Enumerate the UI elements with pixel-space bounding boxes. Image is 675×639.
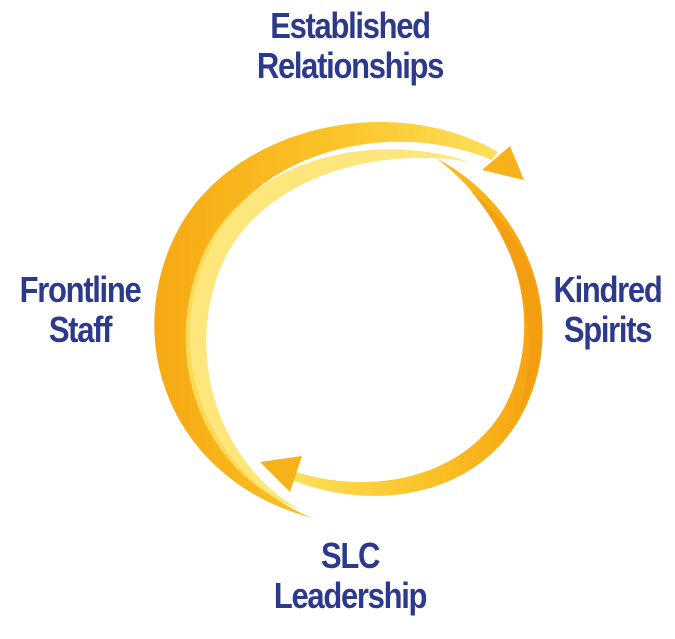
node-bottom-line2: Leadership: [273, 575, 428, 616]
arrowhead-top-right: [482, 146, 524, 180]
right-arc-shadow: [470, 190, 542, 410]
node-kindred-spirits: Kindred Spirits: [537, 270, 675, 350]
node-right-line1: Kindred: [553, 269, 663, 310]
node-established-relationships: Established Relationships: [221, 6, 479, 86]
node-right-line2: Spirits: [563, 309, 653, 350]
node-bottom-line1: SLC: [320, 535, 380, 576]
node-left-line2: Staff: [48, 309, 113, 350]
node-frontline-staff: Frontline Staff: [7, 270, 153, 350]
node-slc-leadership: SLC Leadership: [243, 536, 458, 616]
arrowhead-bottom-left: [260, 456, 302, 492]
node-left-line1: Frontline: [19, 269, 142, 310]
right-arc: [292, 158, 543, 496]
node-top-line1: Established: [270, 5, 431, 46]
node-top-line2: Relationships: [256, 45, 445, 86]
